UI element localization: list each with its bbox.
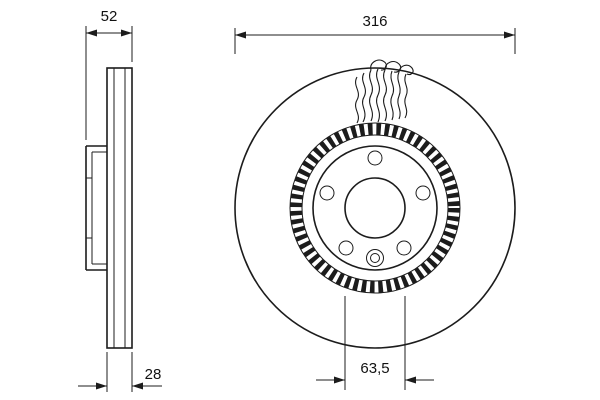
dimension-total-width: 52	[85, 8, 133, 140]
friction-ring-section	[106, 67, 133, 349]
hat-section	[85, 145, 107, 271]
arrowhead-right	[121, 29, 132, 37]
bolt-hole	[415, 185, 431, 201]
side-view	[85, 67, 133, 349]
center-bore	[344, 177, 406, 239]
bolt-holes	[319, 150, 431, 256]
arrowhead-left	[86, 29, 97, 37]
bolt-hole	[367, 150, 383, 166]
outer-circle	[234, 67, 516, 349]
dimension-label-63-5: 63,5	[360, 360, 389, 377]
hub-flange-circle	[312, 145, 438, 271]
arrowhead-right	[132, 382, 143, 390]
arrowhead-left	[235, 31, 246, 39]
arrowhead-left	[334, 376, 345, 384]
bolt-hole	[338, 240, 354, 256]
dimension-label-28: 28	[145, 366, 162, 383]
abs-tooth-ring	[289, 122, 461, 294]
arrowhead-right	[504, 31, 515, 39]
dimension-label-52: 52	[101, 8, 118, 25]
dimension-center-bore: 63,5	[316, 296, 434, 390]
dimension-friction-ring-width: 28	[78, 352, 162, 392]
bolt-hole	[396, 240, 412, 256]
dimension-label-316: 316	[362, 13, 387, 30]
surface-texture-lines	[355, 59, 414, 124]
bolt-hole	[319, 185, 335, 201]
locating-hole	[366, 249, 384, 267]
arrowhead-right	[405, 376, 416, 384]
dimension-outer-diameter: 316	[234, 13, 516, 54]
front-view	[234, 59, 516, 349]
arrowhead-left	[96, 382, 107, 390]
